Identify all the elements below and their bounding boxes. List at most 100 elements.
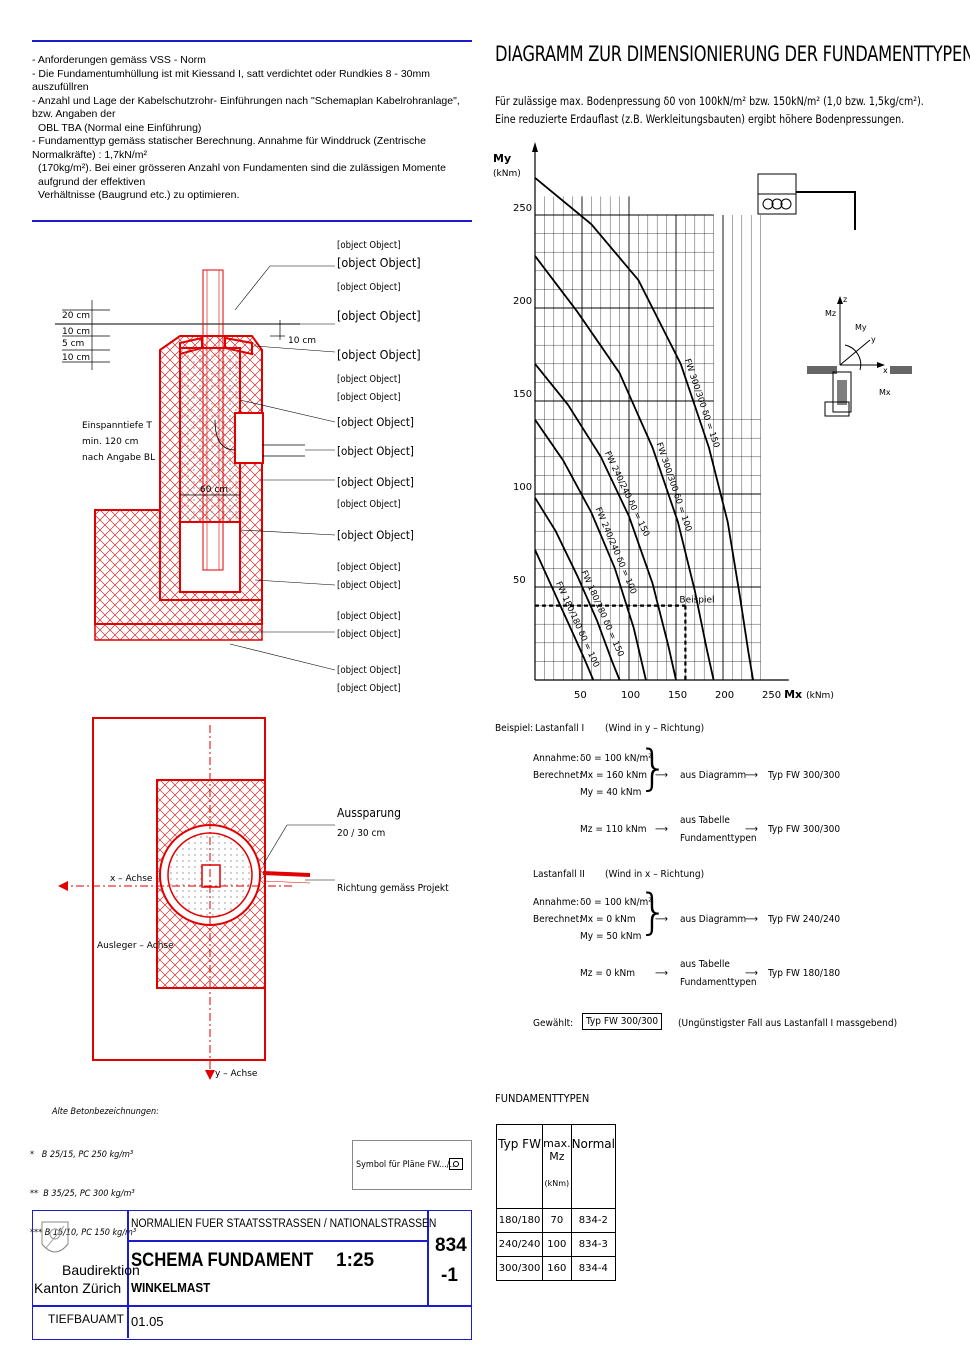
einspann-1: Einspanntiefe T [82,421,152,431]
x-tick-label: 250 [762,690,781,701]
arrow-4: ⟶ [745,824,758,835]
berechnet-1: Berechnet: [533,770,583,781]
label-beton1b: [object Object] [337,580,401,591]
arrow-8: ⟶ [745,968,758,979]
x-axis-label: x – Achse [110,874,153,884]
y-axis-unit: (kNm) [493,169,521,179]
label-schutzanstrich: [object Object] [337,255,421,270]
series-label: FW 300/300 δ0 = 100 [654,441,694,533]
top-rule-left [32,40,472,42]
chart-curves [534,177,754,681]
arrow-1: ⟶ [655,770,668,781]
dim-20: 20 cm [62,311,90,321]
series-curve [534,363,677,681]
foundation-plan: x – Achse Ausleger – Achse y – Achse [58,717,335,1080]
canton-logo [41,1221,69,1253]
label-glattanstrich: [object Object] [337,392,401,403]
dept-name: TIEFBAUAMT [48,1312,125,1326]
label-ok-terrain: [object Object] [337,308,421,323]
plan-richtung: Richtung gemäss Projekt [337,883,449,894]
y-axis-arrow [532,142,538,152]
title-block [32,1210,472,1340]
my-1: My = 40 kNm [580,787,642,798]
result-1: Typ FW 300/300 [768,770,841,781]
example-block: Beispiel: Lastanfall I (Wind in y – Rich… [495,723,935,1043]
note-line: - Fundamenttyp gemäss statischer Berechn… [32,135,426,161]
annahme-2: Annahme: [533,897,580,908]
x-tick-label: 100 [621,690,640,701]
arrow-3: ⟶ [655,824,668,835]
label-beton3b: [object Object] [337,683,401,694]
gewaehlt-value: Typ FW 300/300 [582,1013,663,1030]
svg-text:x: x [883,366,888,375]
diagram-subtitle-2: Eine reduzierte Erdauflast (z.B. Werklei… [495,112,905,126]
aus-tabelle-2: aus Tabelle [680,959,730,970]
gewaehlt-note: (Ungünstigster Fall aus Lastanfall I mas… [678,1018,898,1029]
plan-aussparung-dim: 20 / 30 cm [337,828,386,839]
th-typ: Typ FW [495,1124,544,1209]
svg-text:y: y [871,335,876,344]
result-4: Typ FW 180/180 [768,968,841,979]
annahme-1: Annahme: [533,753,580,764]
diagram-title: DIAGRAMM ZUR DIMENSIONIERUNG DER FUNDAME… [495,42,970,66]
tb-scale: 1:25 [336,1250,375,1271]
arrow-6: ⟶ [745,914,758,925]
y-tick-label: 250 [513,203,532,214]
foundation-icon [757,173,856,230]
label-bituminoes: [object Object] [337,240,401,251]
note-line: - Anforderungen gemäss VSS - Norm [32,54,206,66]
result-3: Typ FW 240/240 [768,914,841,925]
mz-1: Mz = 110 kNm [580,824,647,835]
lastfall-1: Lastanfall I [535,723,585,734]
series-curve [534,255,715,681]
note-line: - Die Fundamentumhüllung ist mit Kiessan… [32,67,431,94]
note-line: Verhältnisse (Baugrund etc.) zu optimier… [38,189,240,201]
example-label: Beispiel [679,596,714,606]
series-curve [534,419,647,681]
label-nbr: [object Object] [337,528,414,542]
axes-icon: z Mz y My x Mx [807,295,912,417]
example-label: Beispiel: [495,723,534,734]
svg-text:z: z [843,295,847,304]
table-title: FUNDAMENTTYPEN [495,1092,590,1105]
my-2: My = 50 kNm [580,931,642,942]
x-tick-label: 150 [668,690,687,701]
label-abschlusskappe: [object Object] [337,347,421,362]
fundamenttypen-2: Fundamenttypen [680,977,757,988]
tb-sheet: -1 [441,1265,458,1286]
label-beton1a: [object Object] [337,562,401,573]
notes-block: - Anforderungen gemäss VSS - Norm - Die … [32,54,472,203]
old-name-item: *** B 15/10, PC 150 kg/m³ [30,1228,137,1238]
label-aussparung: [object Object] [337,475,414,489]
y-tick-label: 50 [513,575,526,586]
plan-aussparung: Aussparung [337,806,401,820]
x-axis-label: Mx [784,688,802,701]
x-tick-label: 50 [574,690,587,701]
label-ldpe: [object Object] [337,444,414,458]
arrow-5: ⟶ [655,914,668,925]
y-tick-label: 150 [513,389,532,400]
th-normal: Normal [570,1124,617,1209]
svg-text:Mx: Mx [879,388,891,397]
label-sand: [object Object] [337,415,414,429]
svg-text:My: My [855,323,867,332]
tb-number: 834 [435,1235,467,1256]
tb-date: 01.05 [131,1314,164,1329]
gewaehlt-label: Gewählt: [533,1018,574,1029]
series-curve [534,177,754,681]
symbol-box: Symbol für Pläne FW.../... [352,1140,472,1190]
y-tick-label: 200 [513,296,532,307]
arrow-2: ⟶ [745,770,758,781]
mx-2: Mx = 0 kNm [580,914,636,925]
arrow-7: ⟶ [655,968,668,979]
result-2: Typ FW 300/300 [768,824,841,835]
y-axis-label: My [493,152,511,165]
dim-10a: 10 cm [62,327,90,337]
foundation-section: 20 cm 10 cm 5 cm 10 cm 10 cm 60 cm Einsp… [55,265,336,671]
old-names-list: * B 25/15, PC 250 kg/m³ ** B 35/25, PC 3… [30,1123,136,1253]
